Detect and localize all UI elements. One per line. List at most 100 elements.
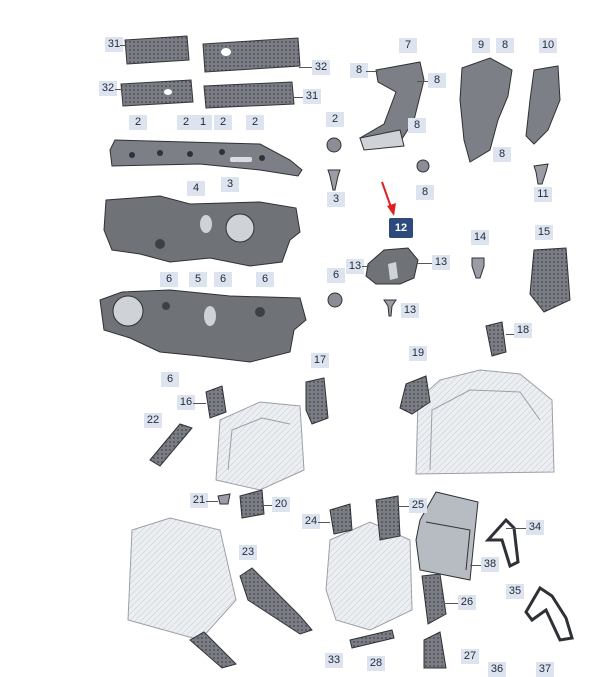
callout-13c[interactable]: 13 (401, 303, 419, 318)
callout-1[interactable]: 1 (194, 115, 212, 130)
screw-13[interactable] (383, 299, 397, 317)
callout-23[interactable]: 23 (239, 545, 257, 560)
callout-3b[interactable]: 3 (327, 192, 345, 207)
leader-line (416, 263, 432, 264)
panel-17[interactable] (305, 377, 329, 425)
callout-5[interactable]: 5 (189, 272, 207, 287)
insulation-mat-31-bottom[interactable] (203, 81, 295, 109)
callout-32-bottom[interactable]: 32 (99, 81, 117, 96)
panel-38[interactable] (415, 491, 479, 581)
callout-2a[interactable]: 2 (129, 115, 147, 130)
callout-13a[interactable]: 13 (346, 259, 364, 274)
clip-14[interactable] (471, 257, 485, 279)
callout-28[interactable]: 28 (367, 656, 385, 671)
panel-18[interactable] (485, 321, 507, 357)
callout-31-top[interactable]: 31 (105, 37, 123, 52)
callout-38[interactable]: 38 (481, 557, 499, 572)
callout-4[interactable]: 4 (187, 181, 205, 196)
callout-8f[interactable]: 8 (416, 185, 434, 200)
panel-26[interactable] (421, 573, 447, 625)
callout-8e[interactable]: 8 (493, 147, 511, 162)
callout-11[interactable]: 11 (534, 187, 552, 202)
panel-19[interactable] (399, 375, 431, 415)
callout-14[interactable]: 14 (471, 230, 489, 245)
callout-2c[interactable]: 2 (214, 115, 232, 130)
callout-6a[interactable]: 6 (160, 272, 178, 287)
screw-3[interactable] (327, 169, 341, 191)
mat-15[interactable] (529, 247, 571, 313)
strip-22[interactable] (149, 423, 193, 467)
body-section-bottom-left (127, 517, 237, 641)
callout-9[interactable]: 9 (472, 38, 490, 53)
body-section-bottom-center (325, 521, 413, 631)
strip-bottom[interactable] (189, 631, 237, 669)
strip-28[interactable] (349, 629, 395, 649)
highlight-arrow (381, 181, 396, 216)
callout-16[interactable]: 16 (177, 395, 195, 410)
clip-21[interactable] (217, 493, 231, 505)
bracket-9[interactable] (459, 57, 513, 163)
callout-2e[interactable]: 2 (326, 112, 344, 127)
callout-25[interactable]: 25 (409, 498, 427, 513)
leader-line (299, 67, 312, 68)
callout-26[interactable]: 26 (458, 595, 476, 610)
leader-line (318, 522, 330, 523)
bracket-35[interactable] (524, 585, 574, 642)
callout-21[interactable]: 21 (190, 493, 208, 508)
leader-line (294, 97, 303, 98)
callout-31-bottom[interactable]: 31 (303, 89, 321, 104)
callout-12-highlighted[interactable]: 12 (389, 218, 413, 238)
trim-strip-1[interactable] (109, 139, 303, 177)
panel-10[interactable] (525, 65, 561, 145)
callout-8c[interactable]: 8 (408, 118, 426, 133)
clip-6[interactable] (327, 292, 343, 308)
clip-11[interactable] (533, 163, 549, 185)
callout-34[interactable]: 34 (526, 520, 544, 535)
clip-8[interactable] (416, 159, 430, 173)
callout-32-top[interactable]: 32 (312, 60, 330, 75)
callout-2d[interactable]: 2 (246, 115, 264, 130)
body-section-center (215, 401, 305, 491)
callout-20[interactable]: 20 (272, 497, 290, 512)
callout-6c[interactable]: 6 (256, 272, 274, 287)
insulation-mat-31-top[interactable] (124, 35, 190, 65)
callout-19[interactable]: 19 (409, 346, 427, 361)
callout-37[interactable]: 37 (536, 662, 554, 677)
callout-17[interactable]: 17 (311, 353, 329, 368)
callout-6d[interactable]: 6 (161, 372, 179, 387)
firewall-insulation-4[interactable] (103, 195, 301, 267)
callout-22[interactable]: 22 (144, 413, 162, 428)
firewall-insulation-5[interactable] (99, 289, 307, 363)
bracket-34[interactable] (484, 517, 520, 569)
callout-27[interactable]: 27 (461, 649, 479, 664)
callout-8b[interactable]: 8 (428, 73, 446, 88)
callout-18[interactable]: 18 (514, 323, 532, 338)
callout-6e[interactable]: 6 (327, 268, 345, 283)
callout-6b[interactable]: 6 (214, 272, 232, 287)
strip-23[interactable] (239, 567, 313, 635)
callout-35[interactable]: 35 (506, 584, 524, 599)
callout-2b[interactable]: 2 (177, 115, 195, 130)
bracket-7[interactable] (359, 61, 425, 151)
callout-7[interactable]: 7 (399, 38, 417, 53)
insulation-mat-32-top[interactable] (202, 37, 301, 73)
clip-2[interactable] (326, 137, 342, 153)
panel-25[interactable] (375, 495, 401, 541)
panel-16[interactable] (205, 385, 227, 419)
bracket-12[interactable] (365, 247, 419, 285)
panel-24[interactable] (329, 503, 353, 535)
callout-24[interactable]: 24 (302, 514, 320, 529)
panel-20[interactable] (239, 489, 265, 519)
callout-8d[interactable]: 8 (496, 38, 514, 53)
insulation-mat-32-bottom[interactable] (120, 79, 194, 107)
callout-13b[interactable]: 13 (432, 255, 450, 270)
callout-33[interactable]: 33 (325, 653, 343, 668)
callout-10[interactable]: 10 (539, 38, 557, 53)
panel-27[interactable] (423, 631, 447, 669)
callout-15[interactable]: 15 (535, 225, 553, 240)
leader-line (264, 505, 272, 506)
callout-3[interactable]: 3 (221, 177, 239, 192)
callout-8a[interactable]: 8 (350, 63, 368, 78)
callout-36[interactable]: 36 (488, 662, 506, 677)
